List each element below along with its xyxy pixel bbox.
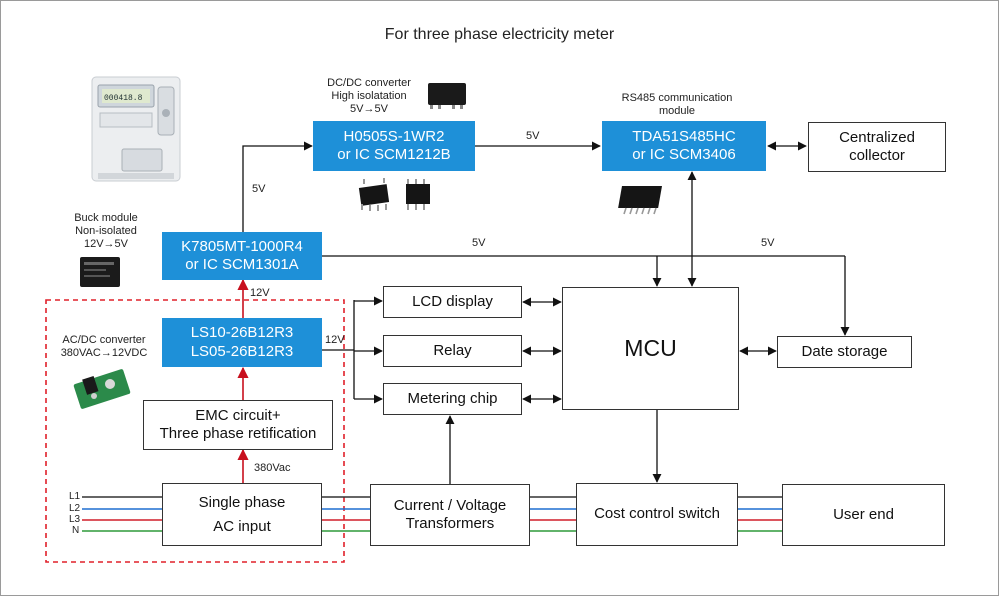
edge-buck-to-dcdc bbox=[242, 141, 313, 233]
rs485-module-block: TDA51S485HC or IC SCM3406 bbox=[602, 121, 766, 171]
acdc-module-label: LS10-26B12R3 LS05-26B12R3 bbox=[190, 324, 294, 360]
mcu-block: MCU bbox=[562, 287, 739, 410]
collector-label: Centralized collector bbox=[839, 128, 915, 164]
user-end-block: User end bbox=[782, 484, 945, 546]
relay-label: Relay bbox=[433, 341, 472, 359]
label-380vac: 380Vac bbox=[254, 462, 291, 474]
wire-label-l3: L3 bbox=[69, 514, 81, 525]
centralized-collector-block: Centralized collector bbox=[808, 122, 946, 172]
buck-module-label: K7805MT-1000R4 or IC SCM1301A bbox=[181, 237, 303, 273]
mcu-label: MCU bbox=[624, 335, 677, 362]
date-storage-label: Date storage bbox=[801, 342, 888, 360]
date-storage-block: Date storage bbox=[777, 336, 912, 368]
acdc-caption: AC/DC converter 380VAC→12VDC bbox=[60, 334, 148, 360]
tda51-chip-image bbox=[618, 186, 662, 215]
power-supply-dashed-area bbox=[45, 299, 345, 563]
cost-control-switch-block: Cost control switch bbox=[576, 483, 738, 546]
buck-caption: Buck module Non-isolated 12V→5V bbox=[74, 212, 138, 251]
label-5v-top: 5V bbox=[526, 130, 540, 142]
dcdc-caption: DC/DC converter High isolatation 5V→5V bbox=[327, 77, 411, 116]
relay-block: Relay bbox=[383, 335, 522, 367]
label-12v-right: 12V bbox=[325, 334, 345, 346]
label-5v-right: 5V bbox=[761, 237, 775, 249]
meter-display-readout: 000418.8 bbox=[104, 94, 143, 103]
emc-label: EMC circuit+ Three phase retification bbox=[159, 406, 317, 442]
lcd-label: LCD display bbox=[412, 292, 493, 310]
label-5v-left: 5V bbox=[252, 183, 266, 195]
buck-module-block: K7805MT-1000R4 or IC SCM1301A bbox=[162, 232, 322, 280]
transformers-block: Current / Voltage Transformers bbox=[370, 484, 530, 546]
rs485-caption: RS485 communication module bbox=[621, 92, 733, 118]
emc-block: EMC circuit+ Three phase retification bbox=[143, 400, 333, 450]
wire-label-l2: L2 bbox=[69, 503, 81, 514]
ac-input-label: Single phase AC input bbox=[198, 494, 286, 535]
power-wires bbox=[82, 496, 782, 532]
cost-switch-label: Cost control switch bbox=[594, 505, 720, 523]
rs485-module-label: TDA51S485HC or IC SCM3406 bbox=[632, 127, 736, 163]
label-5v-mid: 5V bbox=[472, 237, 486, 249]
acdc-module-block: LS10-26B12R3 LS05-26B12R3 bbox=[162, 318, 322, 367]
label-12v-up: 12V bbox=[250, 287, 270, 299]
acdc-pcb-image bbox=[73, 369, 131, 409]
transformers-label: Current / Voltage Transformers bbox=[393, 496, 507, 532]
scm1212b-chips-image bbox=[358, 178, 430, 211]
buck-module-image bbox=[80, 257, 120, 287]
metering-label: Metering chip bbox=[407, 389, 498, 407]
wire-label-l1: L1 bbox=[69, 491, 81, 502]
dcdc-module-image bbox=[428, 83, 466, 109]
ac-input-block: Single phase AC input bbox=[162, 483, 322, 546]
meter-image bbox=[91, 76, 181, 182]
diagram-title: For three phase electricity meter bbox=[384, 26, 615, 43]
lcd-display-block: LCD display bbox=[383, 286, 522, 318]
metering-chip-block: Metering chip bbox=[383, 383, 522, 415]
user-end-label: User end bbox=[833, 505, 894, 523]
wire-label-n: N bbox=[72, 525, 80, 536]
dcdc-module-label: H0505S-1WR2 or IC SCM1212B bbox=[337, 127, 451, 163]
dcdc-module-block: H0505S-1WR2 or IC SCM1212B bbox=[313, 121, 475, 171]
